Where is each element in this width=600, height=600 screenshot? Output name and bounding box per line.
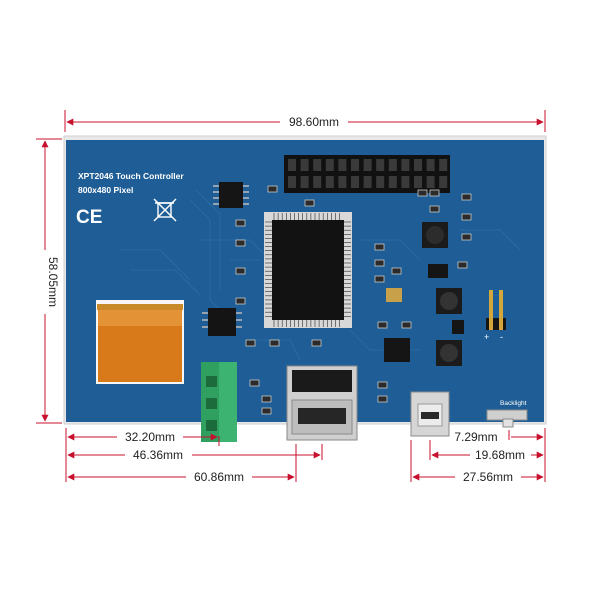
header-pin <box>401 176 410 188</box>
header-pin <box>439 176 448 188</box>
smd-part <box>391 267 402 275</box>
smd-part <box>245 339 256 347</box>
audio-terminal <box>201 362 237 442</box>
header-pin <box>338 159 347 171</box>
dimension-lines <box>36 110 546 482</box>
smd-part <box>269 339 280 347</box>
pin-plus: + <box>484 332 489 342</box>
header-pin <box>338 176 347 188</box>
ic-right-top <box>428 264 448 278</box>
header-pin <box>426 159 435 171</box>
smd-part <box>235 297 246 305</box>
power-pins <box>486 290 506 330</box>
board-title: XPT2046 Touch Controller <box>78 171 184 181</box>
smd-part <box>461 213 472 221</box>
main-controller-chip <box>264 212 352 328</box>
header-pin <box>288 159 296 171</box>
smd-part <box>374 275 385 283</box>
dim-hdmi-right-label: 60.86mm <box>194 470 244 484</box>
ic-right-lower <box>452 320 464 334</box>
smd-part <box>304 199 315 207</box>
header-pin <box>300 176 309 188</box>
ce-mark: CE <box>76 207 102 228</box>
smd-part <box>461 193 472 201</box>
smd-part <box>429 189 440 197</box>
smd-part <box>429 205 440 213</box>
dim-usb-right-label: 27.56mm <box>463 470 513 484</box>
pin-minus: - <box>500 332 503 342</box>
smd-part <box>374 259 385 267</box>
header-pin <box>376 159 385 171</box>
smd-part <box>235 219 246 227</box>
gpio-header <box>284 155 450 193</box>
header-pin <box>414 159 422 171</box>
dim-audio-offset-label: 32.20mm <box>125 430 175 444</box>
smd-part <box>417 189 428 197</box>
dim-usb-offset-label: 19.68mm <box>475 448 525 462</box>
header-pin <box>313 159 322 171</box>
header-pin <box>288 176 296 188</box>
dim-width-label: 98.60mm <box>289 115 339 129</box>
ic-audio <box>202 308 242 336</box>
dim-backlight-offset-label: 7.29mm <box>454 430 497 444</box>
smd-part <box>235 239 246 247</box>
smd-part <box>235 267 246 275</box>
inductor-1 <box>422 222 448 248</box>
header-pin <box>401 159 410 171</box>
smd-part <box>377 381 388 389</box>
smd-part <box>261 395 272 403</box>
crystal <box>386 288 402 302</box>
ic-small-top <box>213 182 249 208</box>
dim-height-label: 58.05mm <box>46 257 60 307</box>
dim-hdmi-offset-label: 46.36mm <box>133 448 183 462</box>
smd-part <box>374 243 385 251</box>
smd-part <box>311 339 322 347</box>
micro-usb-port <box>410 391 450 437</box>
smd-part <box>377 321 388 329</box>
backlight-switch <box>486 409 528 428</box>
header-pin <box>351 159 359 171</box>
smd-part <box>249 379 260 387</box>
header-pin <box>388 176 397 188</box>
smd-part <box>261 407 272 415</box>
header-pin <box>313 176 322 188</box>
header-pin <box>426 176 435 188</box>
header-pin <box>363 176 372 188</box>
backlight-label: Backlight <box>500 400 527 407</box>
board-resolution: 800x480 Pixel <box>78 185 133 195</box>
hdmi-port <box>286 365 358 441</box>
header-pin <box>439 159 448 171</box>
weee-bin-icon <box>153 198 177 222</box>
inductor-2 <box>436 288 462 314</box>
header-pin <box>351 176 359 188</box>
header-pin <box>325 176 334 188</box>
header-pin <box>388 159 397 171</box>
smd-part <box>401 321 412 329</box>
smd-components <box>235 185 472 415</box>
inductor-3 <box>436 340 462 366</box>
smd-part <box>461 233 472 241</box>
header-pin <box>376 176 385 188</box>
ffc-connector <box>96 300 184 384</box>
smd-part <box>267 185 278 193</box>
ic-right-mid <box>384 338 410 362</box>
smd-part <box>377 395 388 403</box>
header-pin <box>300 159 309 171</box>
smd-part <box>457 261 468 269</box>
header-pin <box>363 159 372 171</box>
header-pin <box>414 176 422 188</box>
header-pin <box>325 159 334 171</box>
